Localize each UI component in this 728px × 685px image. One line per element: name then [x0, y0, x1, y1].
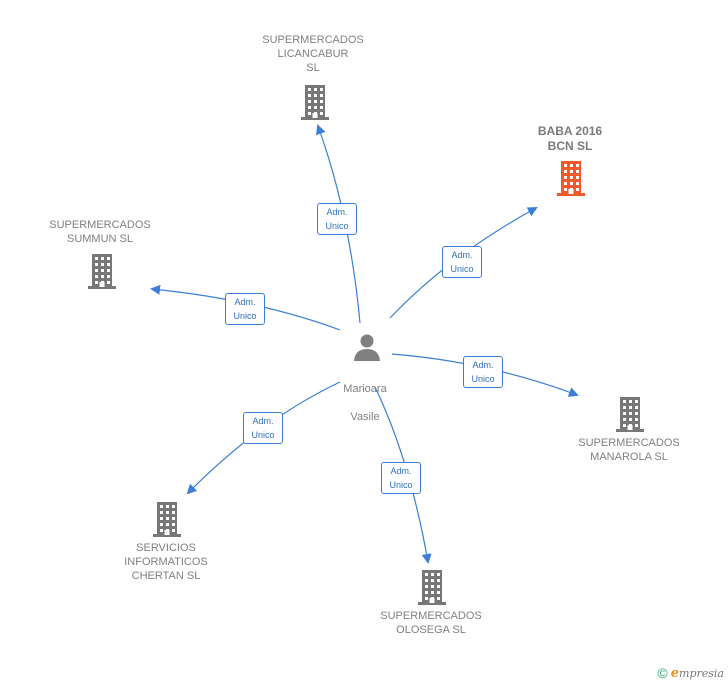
copyright-symbol: ©	[657, 665, 668, 681]
person-first-name: Marioara	[343, 383, 387, 395]
company-label-manarola[interactable]: SUPERMERCADOS MANAROLA SL	[578, 437, 680, 463]
company-label-licancabur[interactable]: SUPERMERCADOS LICANCABUR SL	[262, 34, 364, 74]
company-label-olosega[interactable]: SUPERMERCADOS OLOSEGA SL	[380, 610, 482, 636]
footer-credit: © empresia	[657, 665, 724, 681]
relation-role: Adm.	[252, 416, 274, 426]
company-label-baba[interactable]: BABA 2016 BCN SL	[537, 124, 603, 153]
relation-badge-chertan[interactable]: Adm. Unico	[243, 412, 283, 444]
brand-initial: e	[670, 665, 680, 681]
center-person-name: Marioara Vasile	[320, 368, 410, 424]
building-icon-manarola[interactable]	[614, 396, 646, 437]
relation-role: Adm.	[326, 207, 348, 217]
relation-type: Unico	[233, 311, 257, 321]
relation-role: Adm.	[472, 360, 494, 370]
relation-type: Unico	[325, 221, 349, 231]
relation-badge-olosega[interactable]: Adm. Unico	[381, 462, 421, 494]
relation-type: Unico	[450, 264, 474, 274]
person-last-name: Vasile	[350, 411, 380, 423]
brand-logo[interactable]: empresia	[671, 666, 724, 681]
company-label-summun[interactable]: SUPERMERCADOS SUMMUN SL	[49, 219, 151, 245]
relation-role: Adm.	[451, 250, 473, 260]
building-icon-baba[interactable]	[555, 160, 587, 201]
company-label-chertan[interactable]: SERVICIOS INFORMATICOS CHERTAN SL	[124, 542, 208, 582]
building-icon-summun[interactable]	[86, 253, 118, 294]
building-icon-olosega[interactable]	[416, 569, 448, 610]
relation-badge-baba[interactable]: Adm. Unico	[442, 246, 482, 278]
brand-name: mpresia	[679, 666, 724, 680]
relation-badge-licancabur[interactable]: Adm. Unico	[317, 203, 357, 235]
relation-type: Unico	[251, 430, 275, 440]
person-icon	[354, 334, 380, 361]
relation-role: Adm.	[234, 297, 256, 307]
building-icon-chertan[interactable]	[151, 501, 183, 542]
relation-type: Unico	[389, 480, 413, 490]
relation-type: Unico	[471, 374, 495, 384]
relation-badge-summun[interactable]: Adm. Unico	[225, 293, 265, 325]
relation-badge-manarola[interactable]: Adm. Unico	[463, 356, 503, 388]
relation-role: Adm.	[390, 466, 412, 476]
building-icon-licancabur[interactable]	[299, 84, 331, 125]
